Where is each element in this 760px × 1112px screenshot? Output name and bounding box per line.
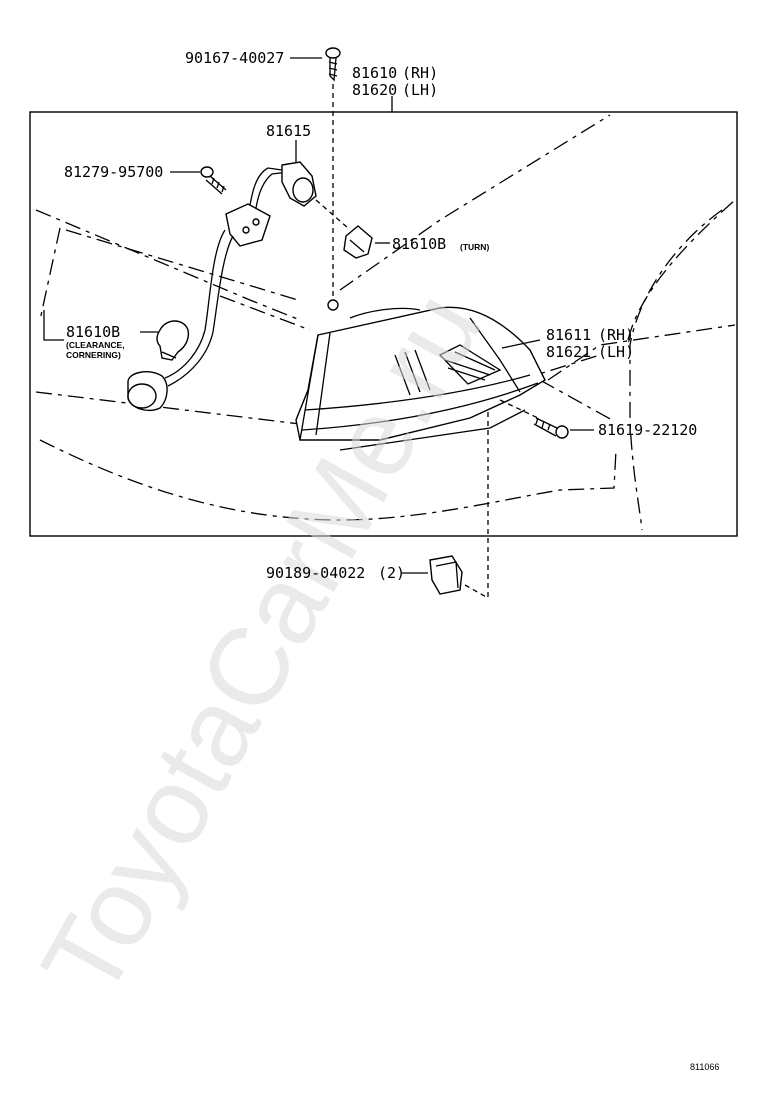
label-lens-rh-side: (RH) (598, 326, 634, 344)
label-screw-left[interactable]: 81279-95700 (64, 163, 163, 181)
screw-left[interactable] (200, 166, 227, 195)
socket-and-cord[interactable] (127, 161, 317, 412)
label-lens-rh[interactable]: 81611 (546, 326, 591, 344)
diagram-frame (29, 111, 738, 537)
diagram-code: 811066 (690, 1062, 719, 1072)
label-bulb-clearance-note1: (CLEARANCE, (66, 340, 125, 350)
label-bulb-clearance[interactable]: 81610B (66, 323, 120, 341)
label-bulb-turn[interactable]: 81610B (392, 235, 446, 253)
label-lamp-assy-rh[interactable]: 81610 (352, 64, 397, 82)
label-lamp-assy-lh[interactable]: 81620 (352, 81, 397, 99)
bulb-clearance[interactable] (156, 320, 190, 361)
body-phantom-lines (35, 114, 736, 531)
leader-lines (43, 57, 594, 574)
label-lamp-assy-rh-side: (RH) (402, 64, 438, 82)
watermark: ToyotaCarMe.ru (18, 273, 505, 1017)
bulb-turn[interactable] (343, 225, 373, 259)
label-clip-qty: (2) (378, 564, 405, 582)
side-lamp-assembly[interactable] (295, 306, 546, 451)
screw-right[interactable] (533, 417, 569, 439)
label-bulb-turn-note: (TURN) (460, 242, 489, 252)
label-lens-lh-side: (LH) (598, 343, 634, 361)
label-socket-cord[interactable]: 81615 (266, 122, 311, 140)
clip[interactable] (429, 555, 463, 595)
installation-guides (315, 84, 539, 600)
label-lamp-assy-lh-side: (LH) (402, 81, 438, 99)
label-lens-lh[interactable]: 81621 (546, 343, 591, 361)
label-clip[interactable]: 90189-04022 (266, 564, 365, 582)
label-screw-right[interactable]: 81619-22120 (598, 421, 697, 439)
bolt-top[interactable] (325, 47, 341, 82)
label-bolt-top[interactable]: 90167-40027 (185, 49, 284, 67)
label-bulb-clearance-note2: CORNERING) (66, 350, 121, 360)
